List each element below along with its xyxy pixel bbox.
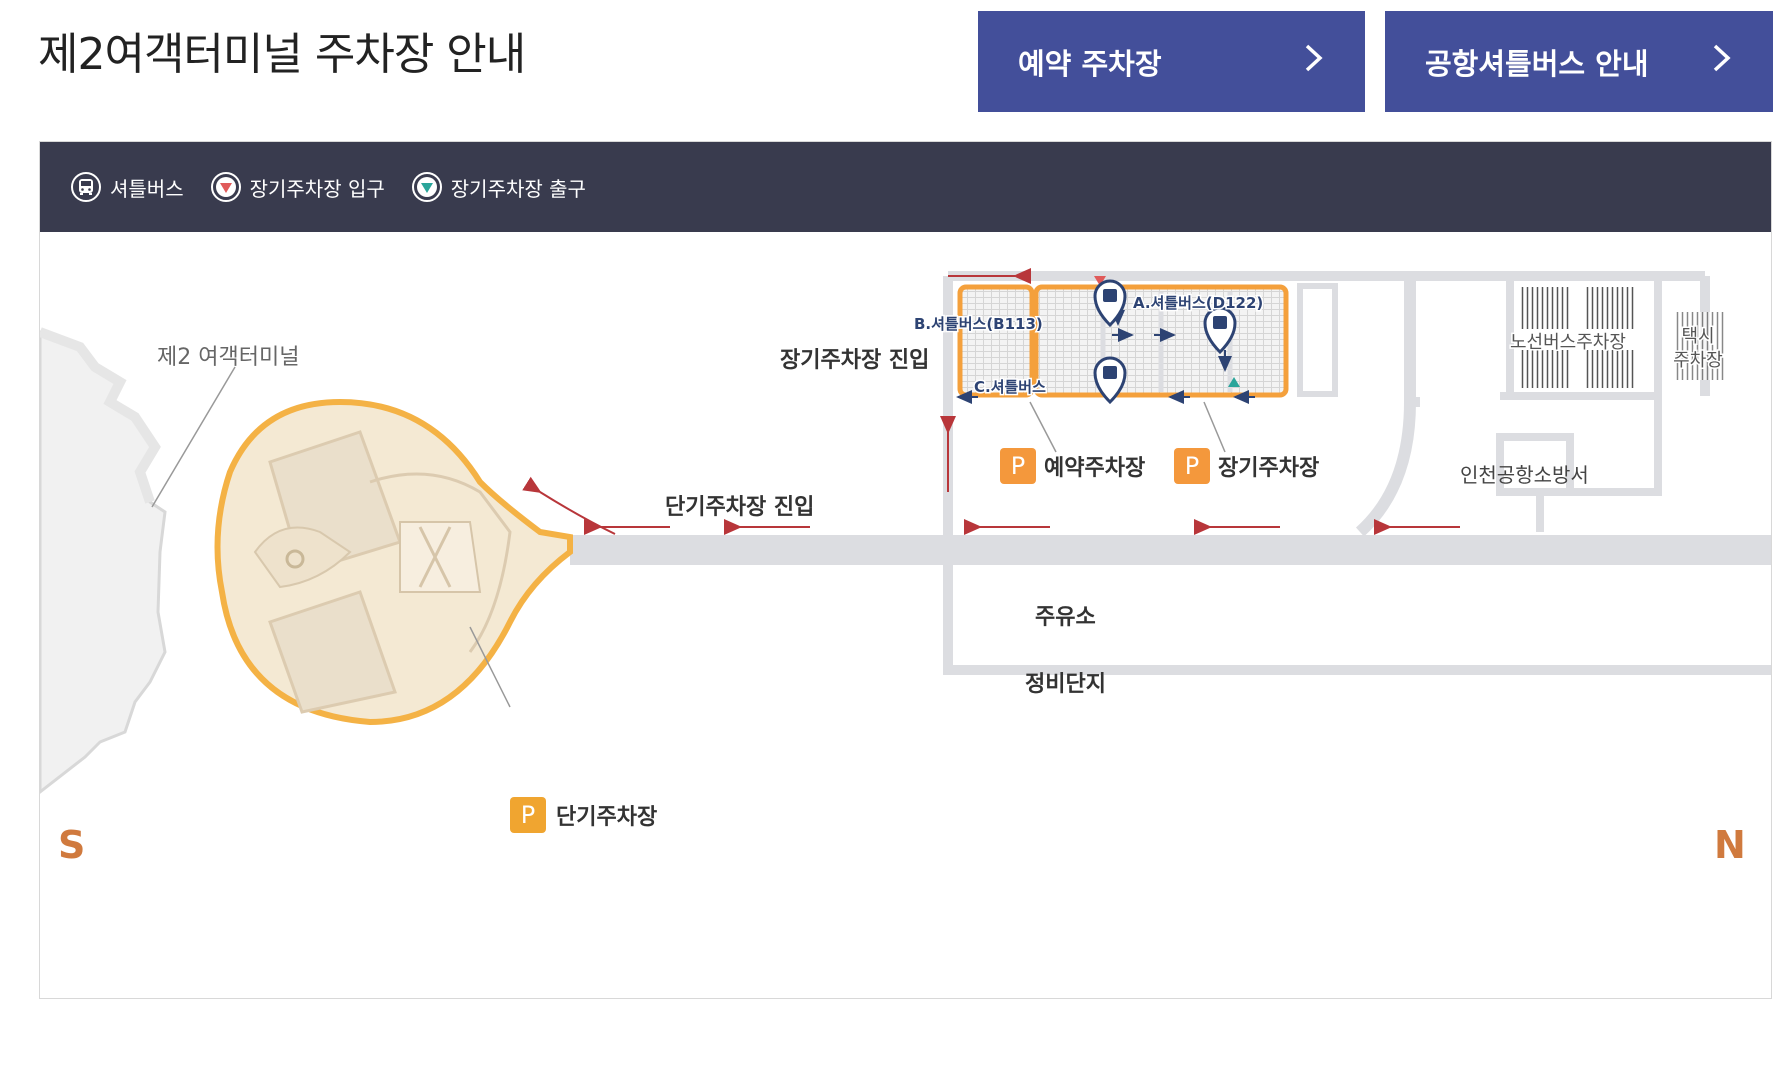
- reserved-parking-button[interactable]: 예약 주차장: [978, 11, 1365, 112]
- shortterm-lot-label: 단기주차장: [556, 805, 657, 830]
- page-title: 제2여객터미널 주차장 안내: [38, 29, 526, 80]
- svg-text:P: P: [521, 801, 535, 829]
- bus-lot-label: 노선버스주차장: [1510, 332, 1626, 353]
- bus-stop-pin-icon[interactable]: [1203, 306, 1237, 355]
- bus-icon: [71, 172, 101, 202]
- airport-shuttle-label: 공항셔틀버스 안내: [1425, 46, 1649, 81]
- leader-lines: [1029, 401, 1226, 453]
- bus-c-label: C.셔틀버스: [974, 378, 1046, 396]
- parking-icon: P: [510, 797, 546, 833]
- gas-station-label: 주유소: [1035, 605, 1096, 630]
- map-canvas: P P P 제2 여객터미널 장기주차장 진입 단기주차장 진입 B.셔틀버스(…: [40, 268, 1771, 867]
- fire-station-label: 인천공항소방서: [1460, 463, 1589, 487]
- legend-shuttle: 셔틀버스: [70, 171, 184, 203]
- svg-text:P: P: [1011, 452, 1025, 480]
- longterm-lot-label: 장기주차장: [1218, 456, 1319, 481]
- taxi-lot-label: 택시: [1681, 326, 1714, 347]
- entrance-marker-icon: [210, 172, 241, 202]
- shortterm-parking-area: [214, 398, 573, 726]
- parking-map[interactable]: 셔틀버스 장기주차장 입구 장기주차장 출구: [39, 141, 1772, 999]
- bus-a-label: A.셔틀버스(D122): [1133, 294, 1263, 312]
- compass-south: S: [58, 823, 85, 867]
- legend-exit: 장기주차장 출구: [411, 171, 586, 203]
- bus-parking-area: [1520, 287, 1725, 388]
- maintenance-label: 정비단지: [1025, 672, 1106, 697]
- legend-entrance-label: 장기주차장 입구: [249, 176, 385, 201]
- legend-entrance: 장기주차장 입구: [210, 171, 385, 203]
- terminal-building: [40, 327, 236, 794]
- traffic-arrows: [522, 268, 1460, 535]
- map-legend: 셔틀버스 장기주차장 입구 장기주차장 출구: [40, 142, 1771, 232]
- svg-text:P: P: [1185, 452, 1199, 480]
- chevron-right-icon: [1711, 42, 1733, 82]
- shuttle-route-arrows: [956, 304, 1255, 404]
- compass-north: N: [1714, 823, 1746, 867]
- airport-shuttle-button[interactable]: 공항셔틀버스 안내: [1385, 11, 1773, 112]
- legend-shuttle-label: 셔틀버스: [110, 176, 184, 201]
- legend-exit-label: 장기주차장 출구: [450, 176, 586, 201]
- exit-marker-icon: [411, 172, 442, 202]
- parking-icon: P: [1000, 448, 1036, 484]
- reserved-parking-label: 예약 주차장: [1018, 46, 1162, 81]
- longterm-entry-label: 장기주차장 진입: [780, 348, 929, 373]
- taxi-lot-label: 주차장: [1673, 350, 1723, 371]
- parking-icon: P: [1174, 448, 1210, 484]
- terminal-label: 제2 여객터미널: [157, 345, 299, 370]
- bus-b-label: B.셔틀버스(B113): [914, 315, 1043, 333]
- bus-stop-pin-icon[interactable]: [1093, 279, 1127, 328]
- chevron-right-icon: [1303, 42, 1325, 82]
- bus-stop-pin-icon[interactable]: [1093, 356, 1127, 405]
- reserve-lot-label: 예약주차장: [1044, 456, 1145, 481]
- shortterm-entry-label: 단기주차장 진입: [665, 495, 814, 520]
